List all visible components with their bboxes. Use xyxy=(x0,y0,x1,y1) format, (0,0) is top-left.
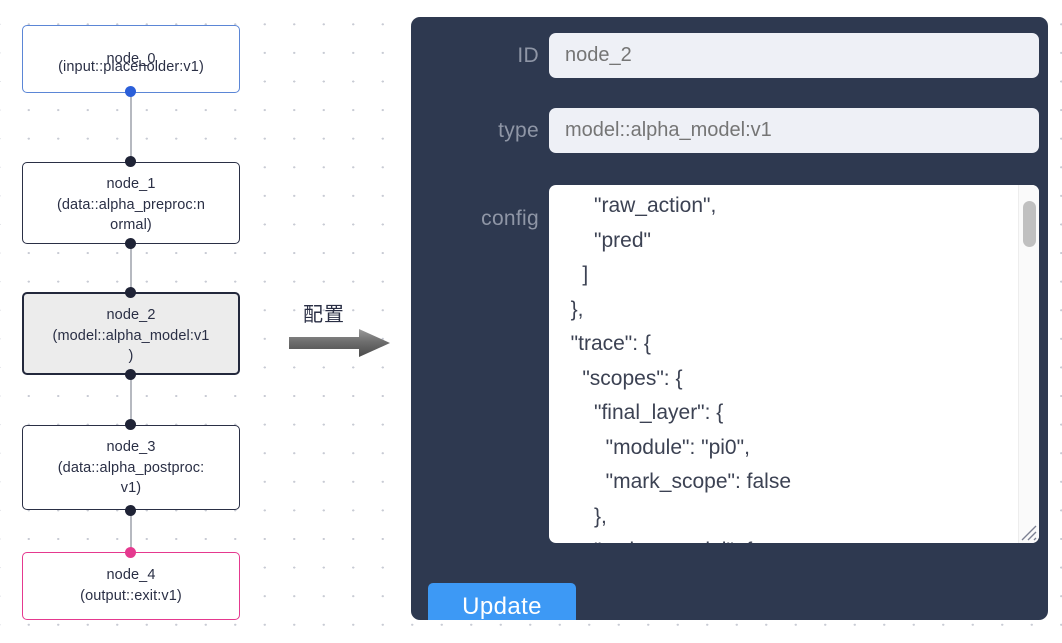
port-node_1-input[interactable] xyxy=(125,156,136,167)
node-config-panel: ID type config "raw_action", "pred" ] },… xyxy=(411,17,1048,620)
graph-node-label: node_3 xyxy=(106,439,156,455)
config-textarea-wrapper: "raw_action", "pred" ] }, "trace": { "sc… xyxy=(549,185,1039,543)
edge-node2-node3 xyxy=(130,374,132,422)
graph-node-label: node_2 xyxy=(106,307,156,323)
port-node_0-output[interactable] xyxy=(125,86,136,97)
graph-node-subtitle: (data::alpha_postproc: v1) xyxy=(57,459,205,497)
config-textarea[interactable]: "raw_action", "pred" ] }, "trace": { "sc… xyxy=(549,185,1004,543)
port-node_4-input[interactable] xyxy=(125,547,136,558)
port-node_3-input[interactable] xyxy=(125,419,136,430)
resize-handle-icon[interactable] xyxy=(1018,522,1038,542)
graph-node-subtitle: (data::alpha_preproc:n ormal) xyxy=(56,196,206,234)
edge-node1-node2 xyxy=(130,243,132,293)
graph-node-label: node_4 xyxy=(106,567,156,583)
type-field-label: type xyxy=(498,118,539,142)
edge-node3-node4 xyxy=(130,510,132,552)
type-input[interactable] xyxy=(549,108,1039,153)
graph-node-subtitle: (output::exit:v1) xyxy=(80,587,182,604)
flow-annotation: 配置 xyxy=(289,298,401,360)
graph-node-label: node_1 xyxy=(106,176,156,192)
port-node_2-input[interactable] xyxy=(125,287,136,298)
graph-node-subtitle: (model::alpha_model:v1 ) xyxy=(52,327,210,365)
graph-node-subtitle: (input::placeholder:v1) xyxy=(58,59,204,75)
config-field-label: config xyxy=(481,207,539,230)
flow-annotation-caption: 配置 xyxy=(303,302,345,326)
graph-node-node_4[interactable]: node_4 (output::exit:v1) xyxy=(22,552,240,620)
graph-node-label: node_0 xyxy=(106,50,156,67)
field-row-config: config "raw_action", "pred" ] }, "trace"… xyxy=(411,185,1048,555)
edge-node0-node1 xyxy=(130,92,132,162)
id-input[interactable] xyxy=(549,33,1039,78)
port-node_2-output[interactable] xyxy=(125,369,136,380)
config-scrollbar-thumb[interactable] xyxy=(1023,201,1036,247)
graph-node-node_1[interactable]: node_1 (data::alpha_preproc:n ormal) xyxy=(22,162,240,244)
id-field-label: ID xyxy=(517,43,539,67)
update-button[interactable]: Update xyxy=(428,583,576,620)
port-node_1-output[interactable] xyxy=(125,238,136,249)
graph-node-node_0-text: (input::placeholder:v1) xyxy=(22,25,240,93)
field-row-id: ID xyxy=(411,33,1048,78)
arrow-right-icon xyxy=(289,329,390,357)
graph-node-node_2[interactable]: node_2 (model::alpha_model:v1 ) xyxy=(22,292,240,375)
graph-node-node_3[interactable]: node_3 (data::alpha_postproc: v1) xyxy=(22,425,240,510)
port-node_3-output[interactable] xyxy=(125,505,136,516)
config-scrollbar[interactable] xyxy=(1018,185,1039,543)
field-row-type: type xyxy=(411,108,1048,153)
